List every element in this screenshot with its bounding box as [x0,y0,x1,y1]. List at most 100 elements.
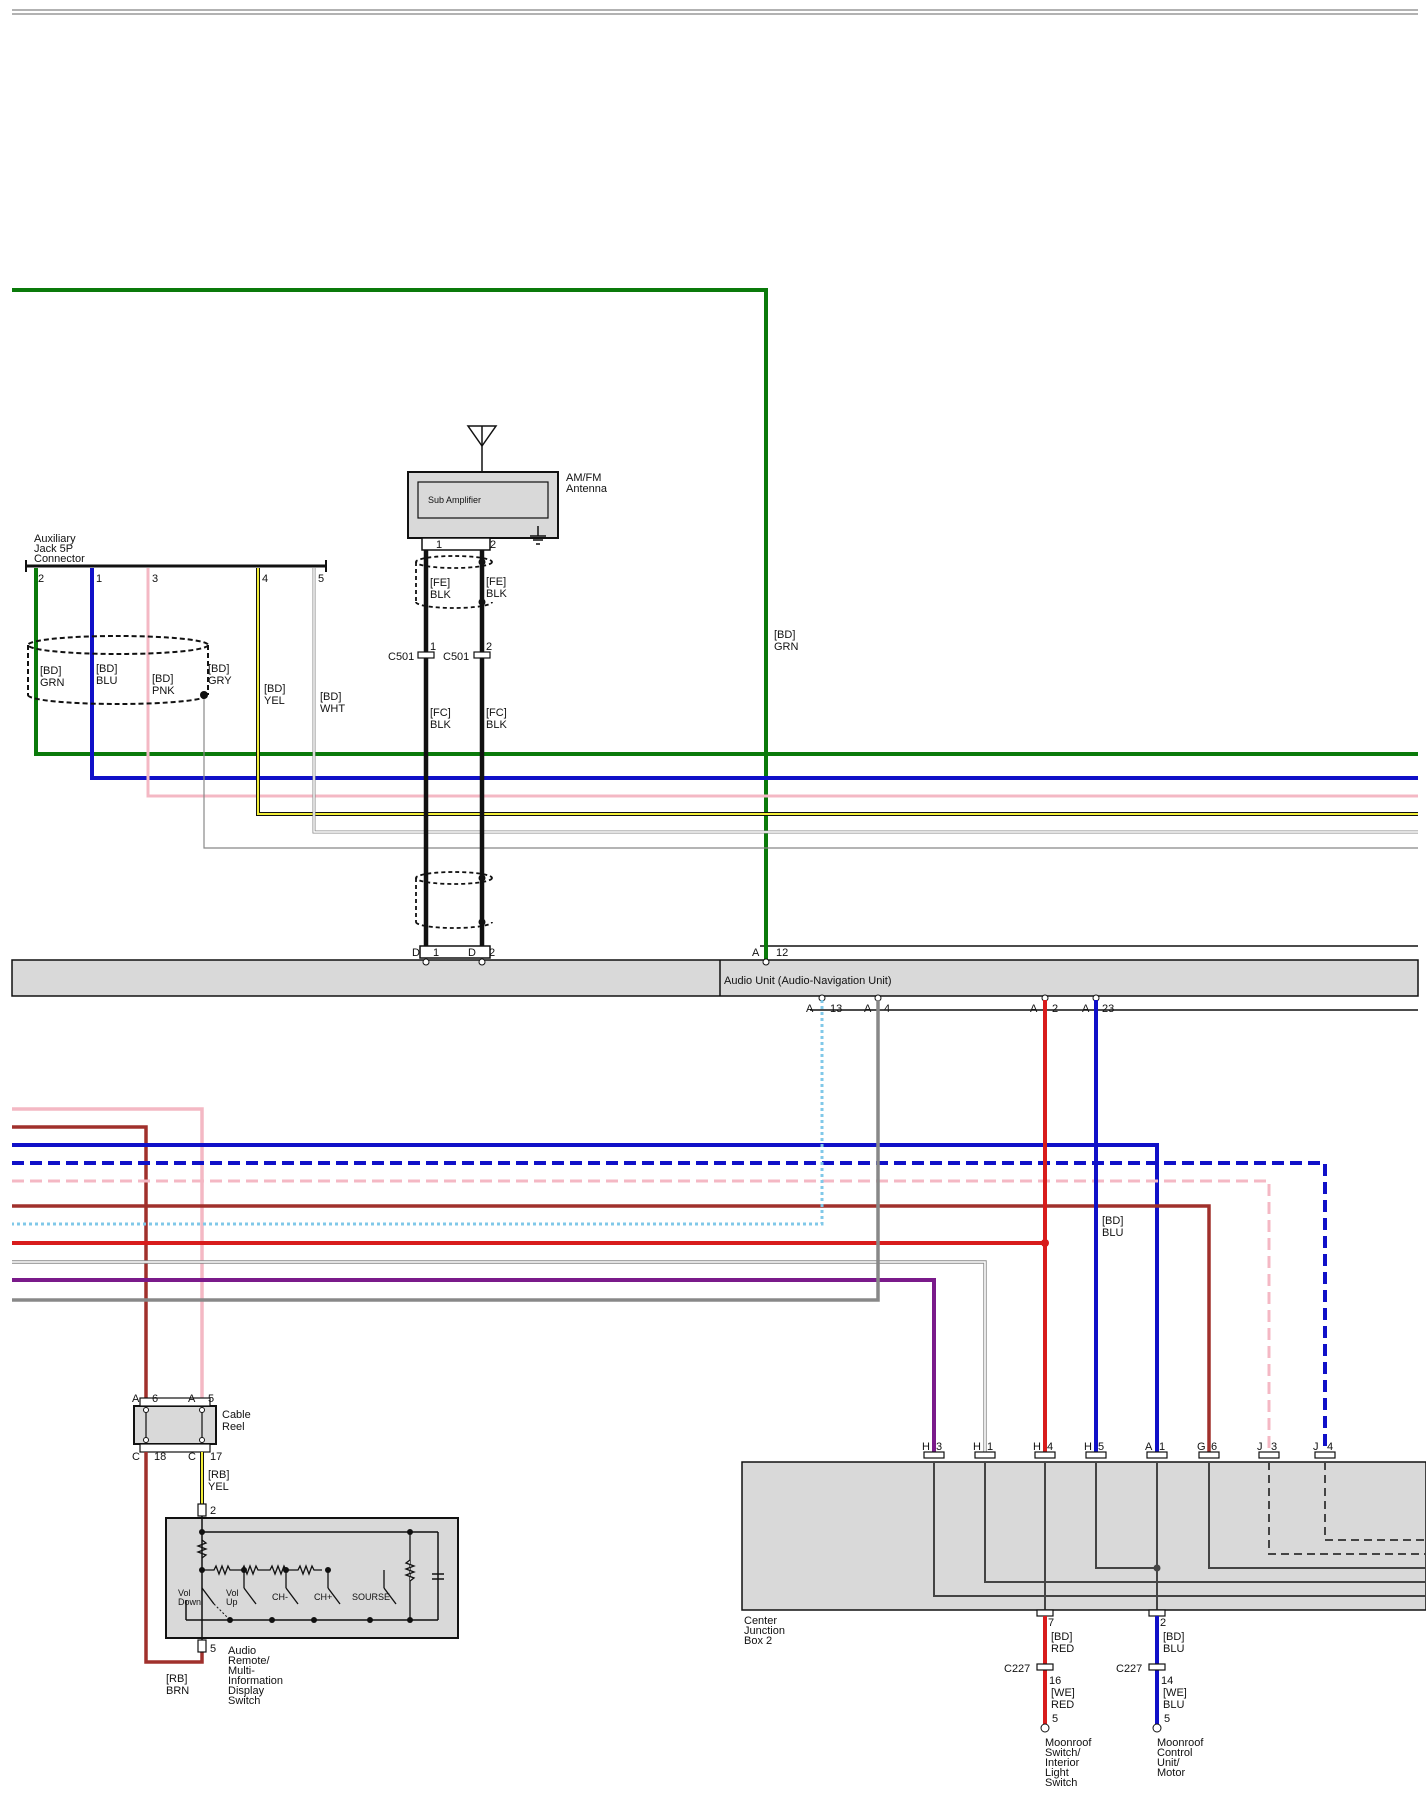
moonroof-motor-name-1: Moonroof [1157,1737,1204,1749]
sw-conn-bottom [197,1639,207,1653]
wht-cjb-wire-fill [12,1261,986,1456]
brn-cjb-wire [12,1204,1211,1456]
aux-jack-name-2: Jack 5P [34,543,73,555]
blk-junction-4 [478,918,486,926]
aux-shield-top [27,635,209,655]
aux-pin-5: 5 [318,573,324,585]
sw-conn-top [197,1503,207,1517]
cjb-pin-letter-1: H [973,1441,981,1453]
cjb-int-h3 [933,1462,1426,1597]
c501-right-connector [473,651,491,659]
cjb-name-1: Center [744,1615,777,1627]
sw-contact-vol-up [243,1587,257,1605]
sw-contact-ch-plus [327,1587,341,1605]
gry-a4-wire [12,1000,880,1302]
a12-letter: A [752,947,760,959]
pnk-reel-wire [12,1107,204,1398]
cjb-pin-2: 2 [1160,1617,1166,1629]
cjb-int-g6 [1208,1462,1426,1569]
rb-yel-label-2: YEL [208,1481,229,1493]
aux-pin-1: 1 [96,573,102,585]
brn-reel-wire [12,1125,148,1398]
cjb-pin-letter-7: J [1313,1441,1319,1453]
pur-cjb-wire [12,1278,936,1456]
cable-reel-conn-bottom [139,1443,211,1453]
cjb-int-j3 [1268,1462,1426,1555]
sw-node-2 [199,1567,205,1573]
c227-pin-14: 14 [1161,1675,1173,1687]
aux-pin-2: 2 [38,573,44,585]
c501-pin-2: 2 [486,641,492,653]
cjb-pin-number-2: 4 [1047,1441,1053,1453]
lower-shield-bottom [415,921,493,929]
sw-label-ch-plus: CH+ [314,1592,332,1602]
cr-a-letter-2: A [188,1393,196,1405]
we-red-label-2: RED [1051,1699,1074,1711]
cjb-connector-4 [1146,1451,1168,1459]
resistor-icon-1 [196,1539,208,1559]
d-letter-2: D [468,947,476,959]
center-junction-box [741,1461,1426,1611]
cable-reel-name-2: Reel [222,1421,245,1433]
moonroof-motor-name-3: Unit/ [1157,1757,1181,1769]
a2-pin: 2 [1052,1003,1058,1015]
sw-node-1 [199,1529,205,1535]
wht-aux-wire [312,568,1418,834]
sw-label-source: SOURSE [352,1592,390,1602]
sub-amplifier-label: Sub Amplifier [428,495,481,505]
blk-junction-1 [478,558,486,566]
antenna-pin-2: 2 [490,539,496,551]
audio-remote-name-2: Remote/ [228,1655,271,1667]
aux-pnk-label-2: PNK [152,685,175,697]
c227-right-label: C227 [1116,1663,1142,1675]
c227-left-label: C227 [1004,1663,1030,1675]
d-connector [419,945,491,959]
audio-unit-box [11,959,1419,997]
fc-left-label-2: BLK [430,719,451,731]
cr-a5-pin: 5 [208,1393,214,1405]
we-blu-label-2: BLU [1163,1699,1184,1711]
fc-left-label-1: [FC] [430,707,451,719]
cr-term-1 [143,1407,149,1413]
gry-aux-wire [203,695,1418,849]
cjb-name-2: Junction [744,1625,785,1637]
moonroof-motor-pin-5: 5 [1164,1713,1170,1725]
audio-remote-name-4: Information [228,1675,283,1687]
main-grn-label-2: GRN [774,641,799,653]
cr-c-letter-2: C [188,1451,196,1463]
fe-right-label-1: [FE] [486,576,506,588]
sw-label-vol-up: Vol [226,1588,239,1598]
cjb-pin-number-4: 1 [1159,1441,1165,1453]
d-letter-1: D [412,947,420,959]
blk-junction-3 [478,874,486,882]
sw-node-11 [367,1617,373,1623]
a4-letter: A [864,1003,872,1015]
moonroof-motor-name-2: Control [1157,1747,1192,1759]
cjb-pin-number-5: 6 [1211,1441,1217,1453]
aux-shield-bottom [27,694,209,705]
aux-pin-4: 4 [262,573,268,585]
cr-a-letter-1: A [132,1393,140,1405]
aux-pin-3: 3 [152,573,158,585]
cjb-pin-number-0: 3 [936,1441,942,1453]
sw-label-ch-minus: CH- [272,1592,288,1602]
a13-pin: 13 [830,1003,842,1015]
cr-a6-pin: 6 [152,1393,158,1405]
cjb-pin-letter-4: A [1145,1441,1153,1453]
audio-remote-name-5: Display [228,1685,265,1697]
c227-pin-16: 16 [1049,1675,1061,1687]
cjb-pin2-conn [1148,1609,1166,1617]
cjb-connector-0 [923,1451,945,1459]
moonroof-sw-name-3: Interior [1045,1757,1080,1769]
aux-grn-label-1: [BD] [40,665,61,677]
pnk-dashed-wire [12,1179,1271,1456]
blk-junction-2 [478,598,486,606]
cjb-pin-letter-6: J [1257,1441,1263,1453]
aux-gry-label-2: GRY [208,675,232,687]
sw-contact-ch-minus [285,1587,299,1605]
d-terminal-2 [478,958,486,966]
c227-right-connector [1148,1663,1166,1671]
aux-gry-label-1: [BD] [208,663,229,675]
a23-pin: 23 [1102,1003,1114,1015]
bd-blu-bottom-label-2: BLU [1163,1643,1184,1655]
